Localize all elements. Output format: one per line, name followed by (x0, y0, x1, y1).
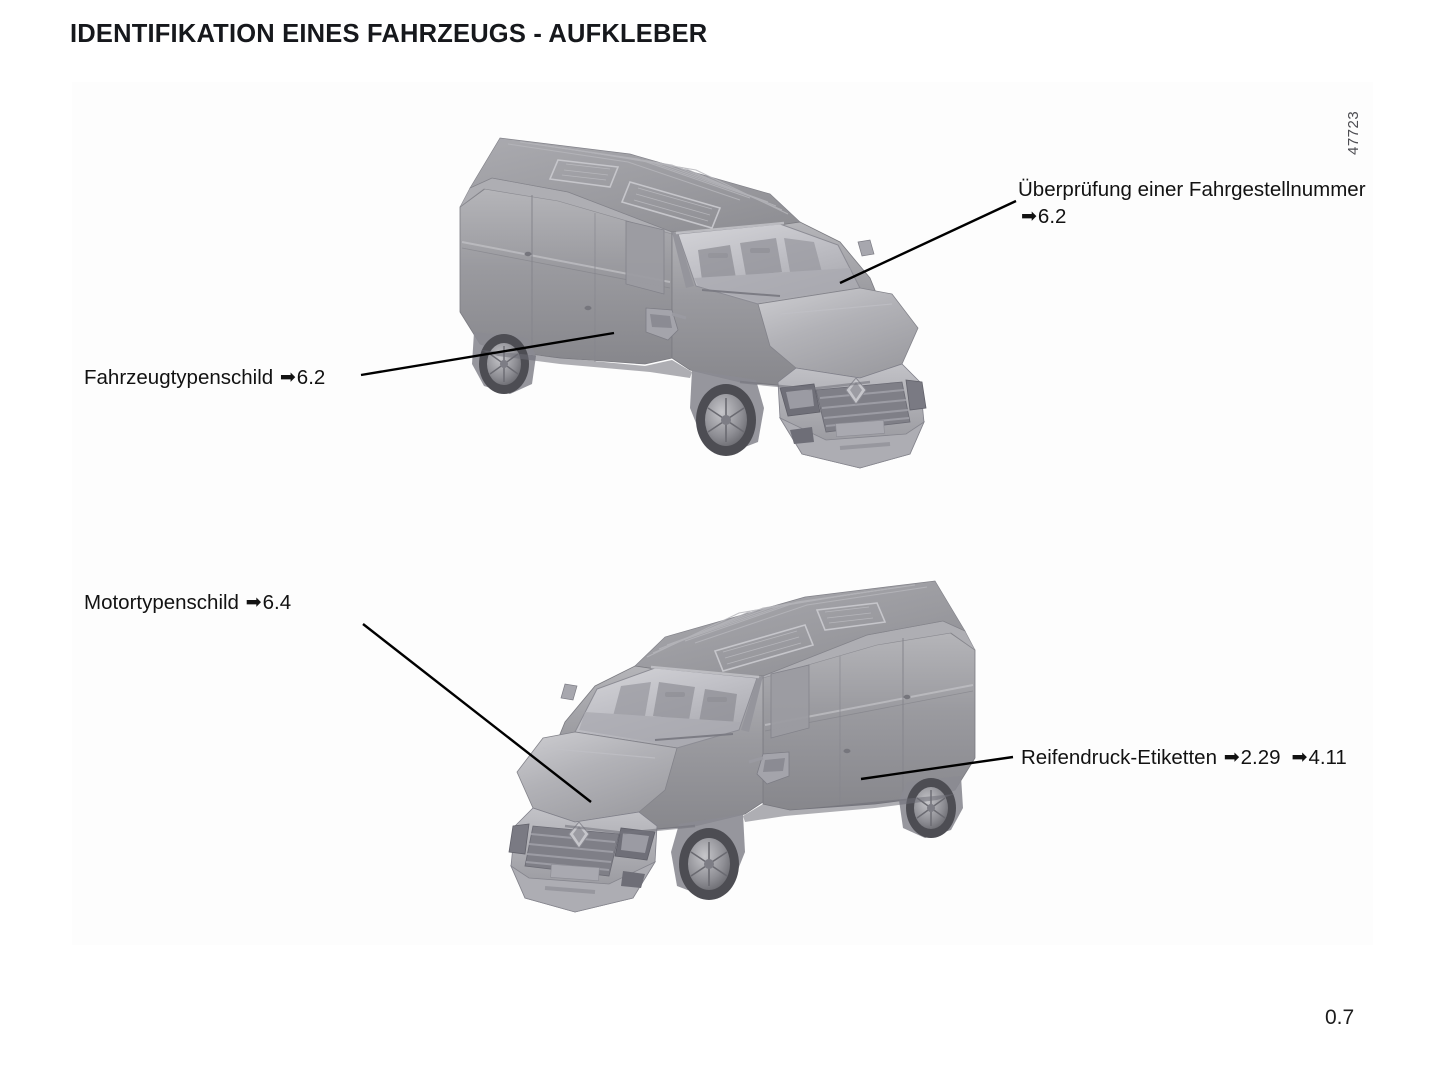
van-side-handle (903, 694, 911, 700)
callout-chassis-number-ref1: 6.2 (1037, 205, 1067, 228)
van-roof-ribs (507, 141, 789, 215)
vehicle-illustration-front-right (490, 500, 995, 945)
callout-tyre-pressure-ref1: 2.29 (1240, 746, 1281, 769)
van-wiper (701, 289, 781, 297)
van-roof-ribs (646, 584, 928, 658)
figure-reference-number: 47723 (1345, 85, 1415, 155)
van-bumper (510, 861, 657, 913)
van-roof-hatches (548, 159, 722, 229)
arrow-right-icon: ➡ (245, 591, 262, 613)
van-headlight-right (905, 379, 927, 411)
van-far-mirror (560, 683, 578, 701)
arrow-right-icon: ➡ (1223, 746, 1240, 768)
van-mirror-arm (671, 312, 687, 320)
van-fog-light (790, 427, 814, 444)
callout-engine-plate-ref1: 6.4 (262, 591, 292, 614)
van-front-door-window (625, 220, 665, 295)
page-number: 0.7 (1325, 1006, 1355, 1029)
van-roof-hatches (713, 602, 887, 672)
callout-engine-plate-text: Motortypenschild (84, 591, 239, 614)
arrow-right-icon-second: ➡ (1291, 746, 1308, 768)
van-wiper (654, 733, 734, 741)
van-bumper (778, 417, 925, 469)
van-mirror-arm (748, 756, 764, 764)
callout-vehicle-plate: Fahrzeugtypenschild ➡6.2 (84, 364, 325, 391)
callout-tyre-pressure-ref2: 4.11 (1308, 746, 1347, 769)
arrow-right-icon: ➡ (1021, 205, 1037, 227)
callout-vehicle-plate-ref1: 6.2 (296, 366, 326, 389)
van-side-skirt (743, 794, 955, 822)
van-plate-recess (550, 864, 600, 881)
callout-tyre-pressure-text: Reifendruck-Etiketten (1021, 746, 1217, 769)
callout-chassis-number-text: Überprüfung einer Fahrgestellnummer (1018, 178, 1366, 201)
van-plate-recess (835, 420, 885, 437)
van-side-handle (524, 251, 532, 257)
arrow-right-icon: ➡ (279, 366, 296, 388)
callout-tyre-pressure: Reifendruck-Etiketten ➡2.29➡4.11 (1021, 744, 1347, 771)
van-a-pillar (672, 232, 694, 288)
van-body-group (459, 137, 927, 469)
van-far-mirror (857, 239, 875, 257)
van-fog-light (621, 871, 645, 888)
van-body-group-mirrored (508, 580, 976, 913)
vehicle-illustration-front-left (440, 82, 945, 502)
callout-engine-plate: Motortypenschild ➡6.4 (84, 589, 291, 616)
van-roof-hatch-bars (561, 163, 713, 222)
van-headlight-right (508, 823, 530, 855)
van-front-door-window (770, 664, 810, 739)
page-title: IDENTIFIKATION EINES FAHRZEUGS - AUFKLEB… (70, 20, 708, 48)
figure-reference-text: 47723 (1345, 110, 1362, 155)
callout-vehicle-plate-text: Fahrzeugtypenschild (84, 366, 274, 389)
van-a-pillar (741, 676, 763, 732)
callout-chassis-number: Überprüfung einer Fahrgestellnummer ➡6.2 (1018, 176, 1366, 230)
callout-chassis-number-reference: ➡6.2 (1018, 203, 1366, 230)
van-roof-hatch-bars (722, 606, 874, 665)
